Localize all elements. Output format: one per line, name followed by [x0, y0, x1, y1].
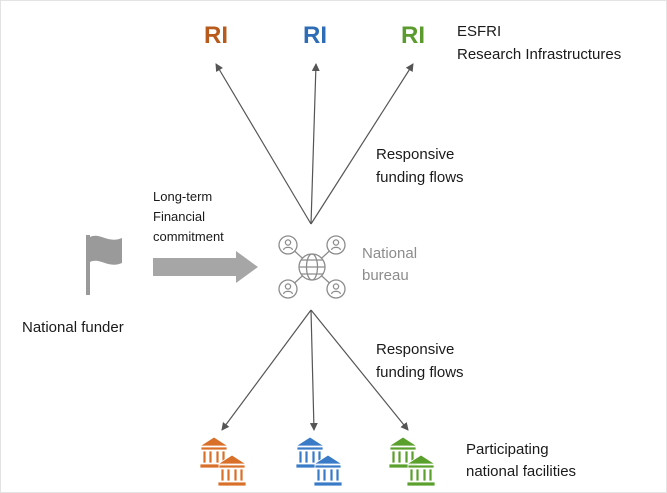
flow-arrow-to-facility-3	[310, 309, 409, 431]
esfri-label-line2: Research Infrastructures	[457, 46, 622, 63]
esfri-label-line1: ESFRI	[457, 23, 502, 40]
person-icon	[278, 235, 298, 255]
facility-orange-bank-icon	[198, 436, 248, 487]
flag-icon	[86, 235, 122, 295]
flow-arrow-to-ri-1	[215, 63, 312, 225]
national-funder-label: National funder	[22, 319, 124, 336]
ri-label-blue: RI	[303, 22, 327, 49]
flow-arrow-to-facility-1	[221, 309, 312, 431]
national-bureau-icon	[278, 235, 346, 299]
person-icon	[326, 235, 346, 255]
ri-label-orange: RI	[204, 22, 228, 49]
national-bureau-line2: bureau	[362, 267, 409, 284]
national-bureau-line1: National	[362, 245, 418, 262]
commitment-line3: commitment	[153, 229, 224, 244]
person-icon	[278, 279, 298, 299]
facility-blue-bank-icon	[294, 436, 344, 487]
flow-arrow-to-facility-2	[309, 309, 318, 431]
flow-arrow-to-ri-3	[310, 63, 414, 225]
responsive-top-line2: funding flows	[376, 169, 464, 186]
responsive-bottom-line1: Responsive	[376, 341, 455, 358]
responsive-top-line1: Responsive	[376, 146, 455, 163]
person-icon	[326, 279, 346, 299]
facility-green-bank-icon	[387, 436, 437, 487]
commitment-line1: Long-term	[153, 189, 213, 204]
participating-line2: national facilities	[466, 463, 577, 480]
commitment-line2: Financial	[153, 209, 206, 224]
flow-arrow-to-ri-2	[310, 63, 320, 225]
responsive-bottom-line2: funding flows	[376, 364, 464, 381]
ri-label-green: RI	[401, 22, 425, 49]
participating-line1: Participating	[466, 441, 549, 458]
commitment-arrow	[153, 251, 258, 283]
